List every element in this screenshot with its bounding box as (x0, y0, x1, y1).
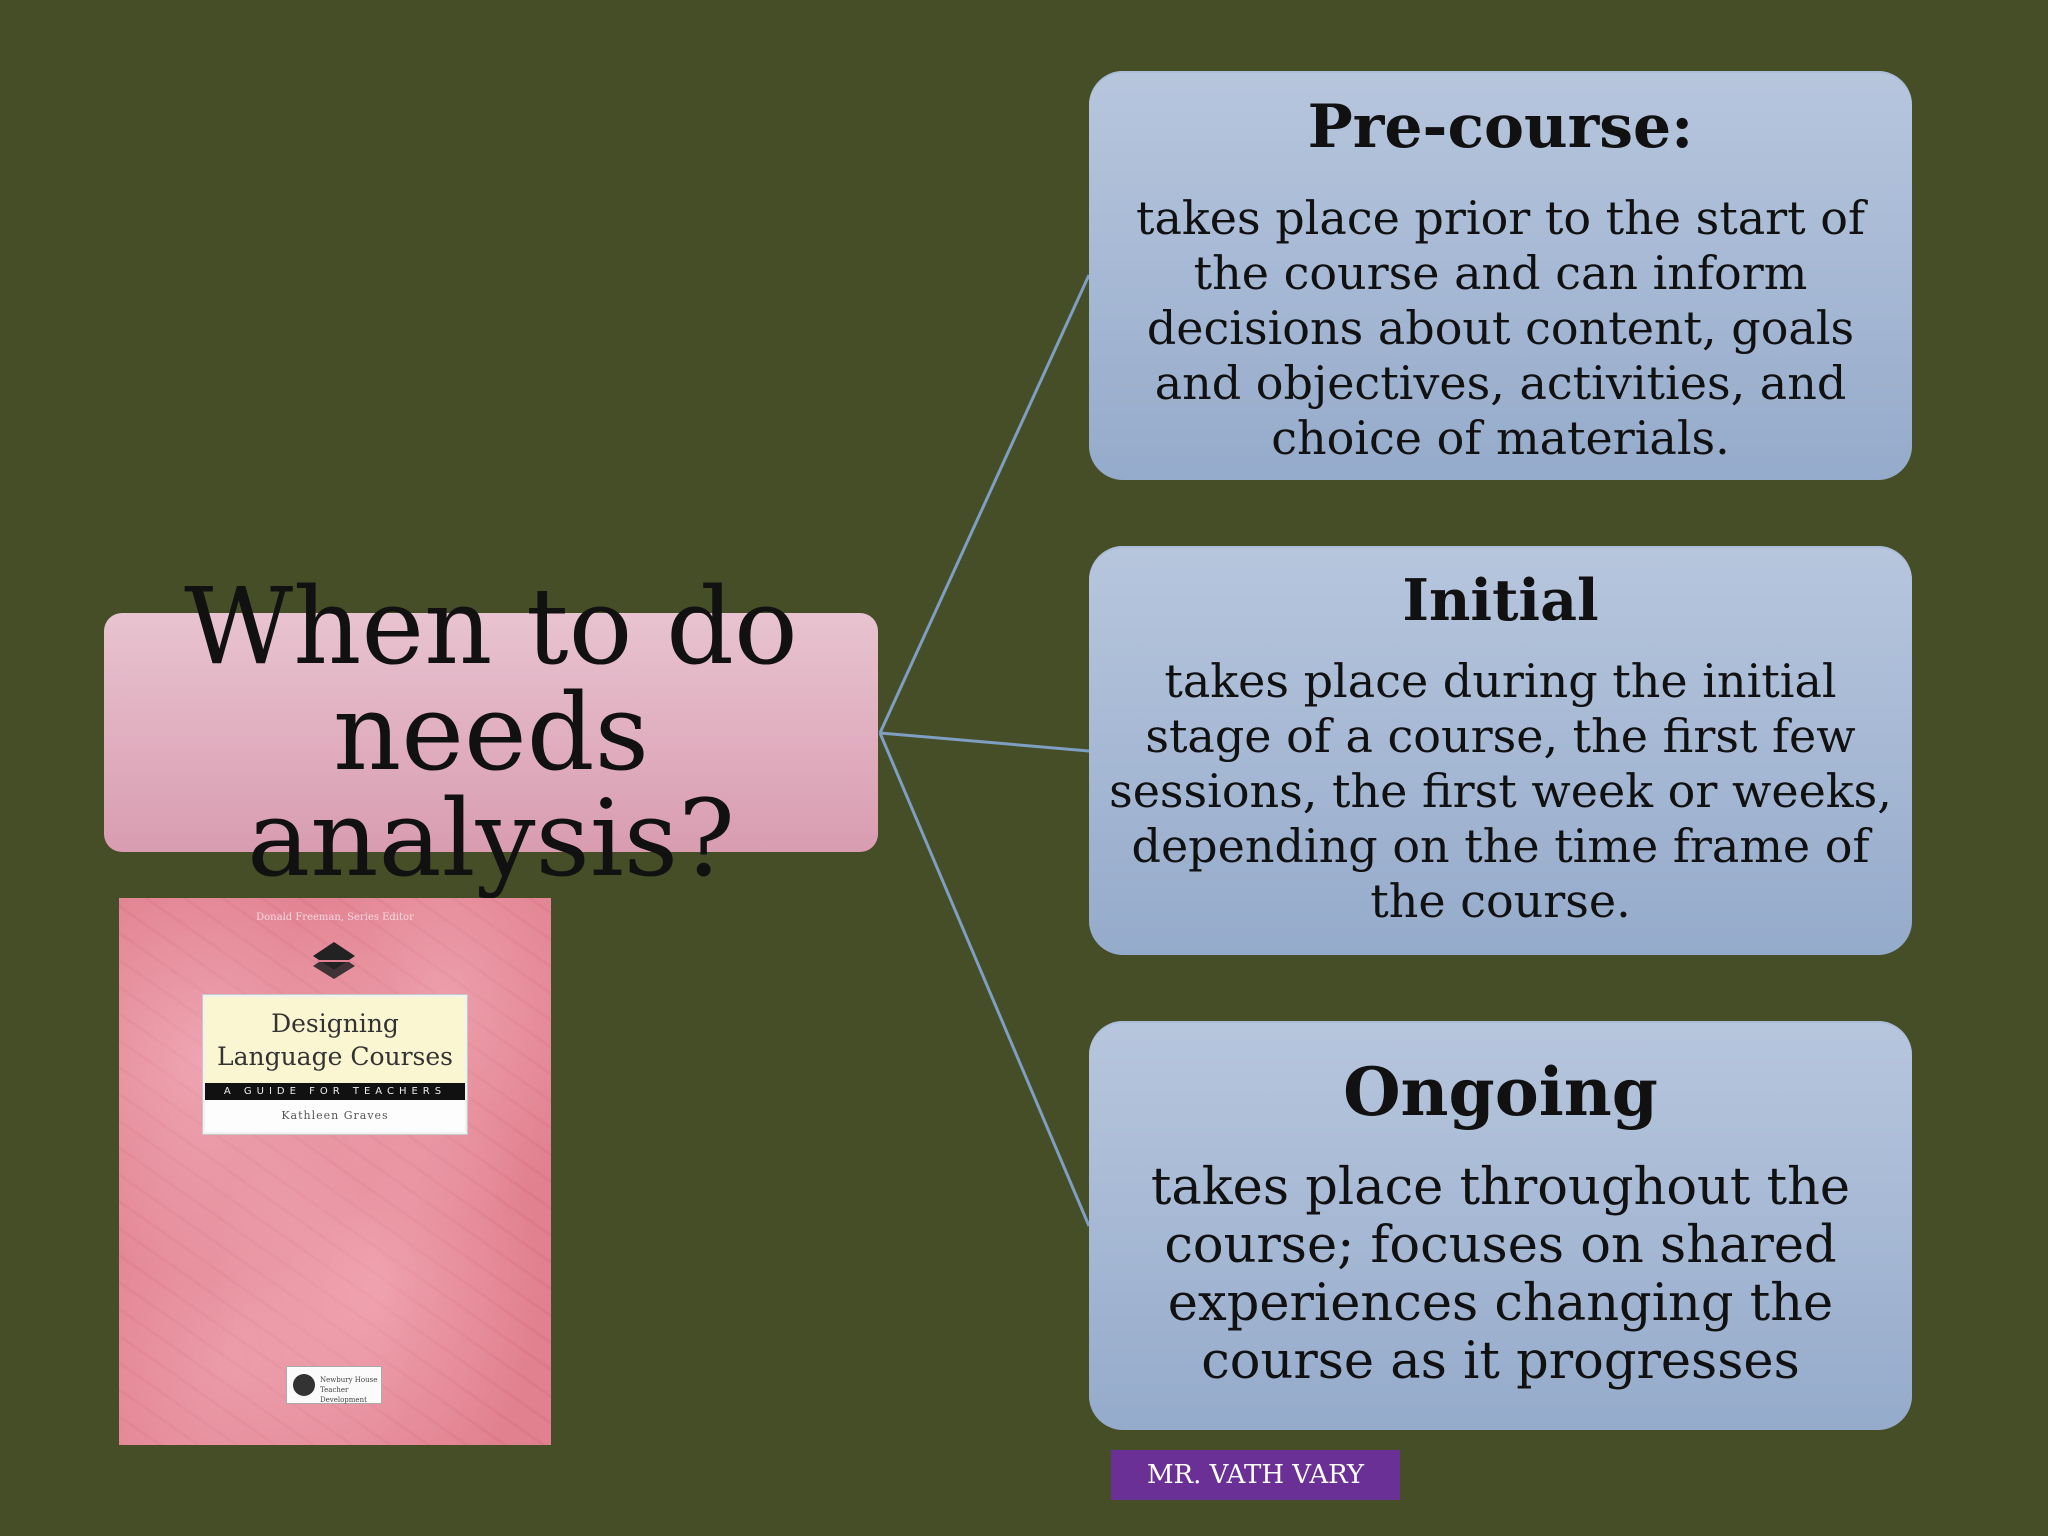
node-title: Initial (1402, 567, 1599, 634)
book-title: Designing Language Courses (216, 1009, 454, 1071)
publisher-name: Newbury House Teacher Development (320, 1376, 378, 1404)
node-pre-course: Pre-course: takes place prior to the sta… (1089, 71, 1912, 480)
book-author: Kathleen Graves (205, 1100, 465, 1132)
book-publisher-logo-icon (313, 942, 355, 979)
book-subtitle: A GUIDE FOR TEACHERS (205, 1083, 465, 1100)
presenter-badge: MR. VATH VARY (1111, 1450, 1400, 1500)
node-initial: Initial takes place during the initial s… (1089, 546, 1912, 955)
book-publisher-badge: Newbury House Teacher Development (286, 1366, 382, 1404)
book-series-editor: Donald Freeman, Series Editor (256, 912, 414, 923)
publisher-emblem-icon (293, 1374, 315, 1396)
central-node: When to do needs analysis? (104, 573, 878, 891)
presenter-name: MR. VATH VARY (1146, 1460, 1365, 1490)
node-body: takes place throughout the course; focus… (1150, 1158, 1851, 1391)
connector-pre-course (878, 274, 1091, 734)
central-node-text: When to do needs analysis? (184, 564, 798, 900)
book-title-label: Designing Language Courses A GUIDE FOR T… (202, 994, 468, 1135)
node-title: Ongoing (1343, 1053, 1658, 1131)
node-body: takes place during the initial stage of … (1109, 654, 1892, 928)
node-title: Pre-course: (1307, 92, 1694, 162)
book-cover-image: Donald Freeman, Series Editor Designing … (119, 898, 551, 1445)
node-ongoing: Ongoing takes place throughout the cours… (1089, 1021, 1912, 1430)
connector-ongoing (878, 732, 1091, 1227)
node-body: takes place prior to the start of the co… (1136, 191, 1865, 465)
connector-initial (879, 731, 1090, 753)
